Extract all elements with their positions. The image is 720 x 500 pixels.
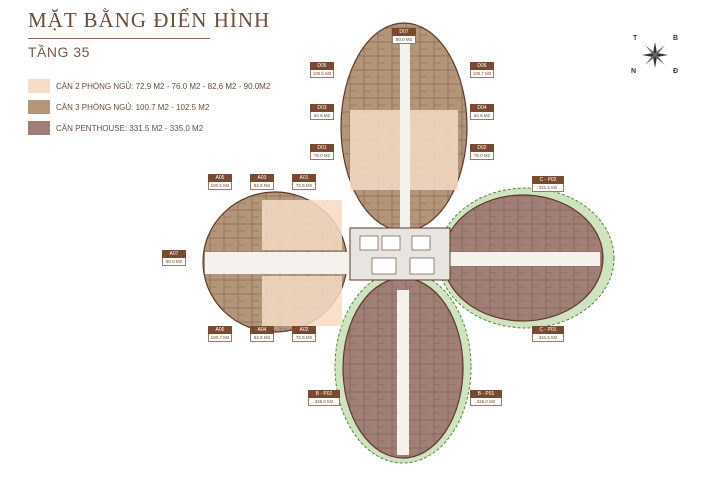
stair-2 xyxy=(409,257,435,275)
wing-d-corridor xyxy=(400,40,410,230)
legend-label: CĂN PENTHOUSE: 331.5 M2 - 335.0 M2 xyxy=(56,123,204,133)
page-title: MẶT BẰNG ĐIỂN HÌNH xyxy=(28,8,271,32)
legend-item-penthouse: CĂN PENTHOUSE: 331.5 M2 - 335.0 M2 xyxy=(28,120,270,136)
legend: CĂN 2 PHÒNG NGỦ: 72.9 M2 - 76.0 M2 - 82.… xyxy=(28,78,270,141)
legend-label: CĂN 3 PHÒNG NGỦ: 100.7 M2 - 102.5 M2 xyxy=(56,102,210,112)
compass: T B N Đ xyxy=(625,30,685,80)
legend-swatch xyxy=(28,100,50,114)
wing-a-two-bed-south xyxy=(262,276,342,326)
legend-swatch xyxy=(28,79,50,93)
compass-d: Đ xyxy=(673,68,679,75)
legend-item-two-bedroom: CĂN 2 PHÒNG NGỦ: 72.9 M2 - 76.0 M2 - 82.… xyxy=(28,78,270,94)
compass-b: B xyxy=(673,35,679,42)
wing-a-two-bed-north xyxy=(262,200,342,250)
elevator-2 xyxy=(381,235,401,251)
wing-c-corridor xyxy=(450,252,600,266)
legend-swatch xyxy=(28,121,50,135)
compass-t: T xyxy=(633,35,638,42)
wing-a-corridor xyxy=(205,252,355,274)
legend-item-three-bedroom: CĂN 3 PHÒNG NGỦ: 100.7 M2 - 102.5 M2 xyxy=(28,99,270,115)
stair-1 xyxy=(371,257,397,275)
wing-b-corridor xyxy=(397,290,409,455)
elevator-3 xyxy=(411,235,431,251)
floor-label: TẦNG 35 xyxy=(28,44,90,60)
wing-d-two-bed-west xyxy=(350,110,400,190)
wing-d-two-bed-east xyxy=(408,110,458,190)
compass-star-icon xyxy=(642,42,668,68)
compass-n: N xyxy=(631,68,637,75)
legend-label: CĂN 2 PHÒNG NGỦ: 72.9 M2 - 76.0 M2 - 82.… xyxy=(56,81,271,91)
elevator-1 xyxy=(359,235,379,251)
title-divider xyxy=(28,38,210,39)
